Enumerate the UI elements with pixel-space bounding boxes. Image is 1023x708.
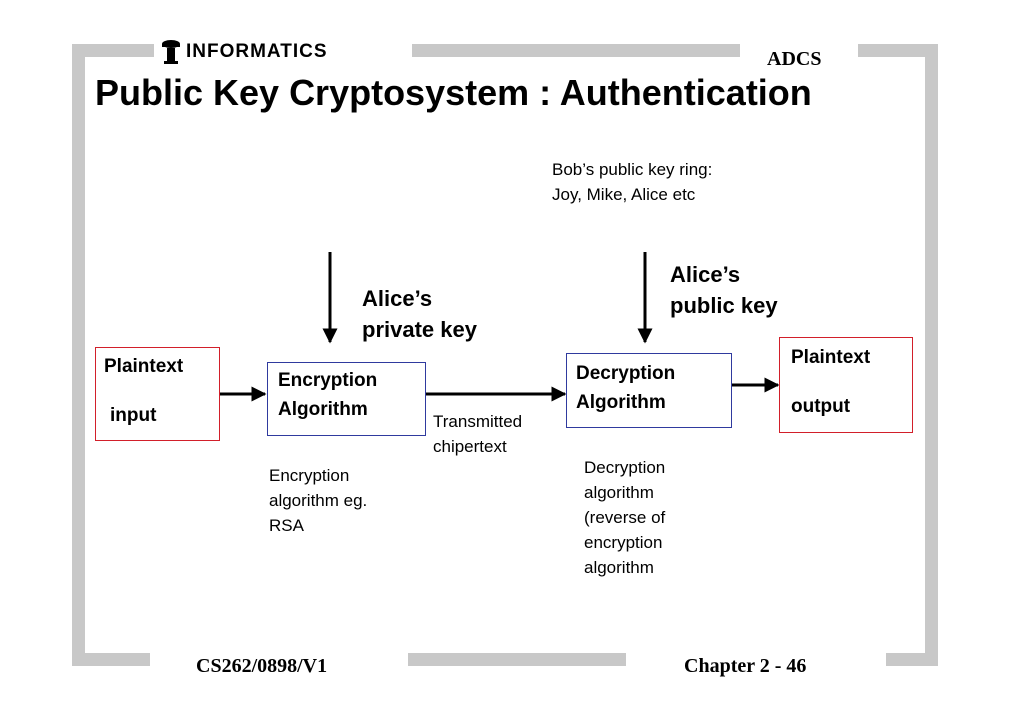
transmitted-line-2: chipertext [433,437,507,456]
logo-text: INFORMATICS [186,41,328,62]
encryption-note-line-1: Encryption [269,466,350,485]
informatics-logo: INFORMATICS [160,38,328,66]
key-ring-note: Bob’s public key ring: Joy, Mike, Alice … [552,157,712,207]
public-key-line-1: Alice’s [670,262,741,287]
transmitted-line-1: Transmitted [433,412,523,431]
public-key-label: Alice’s public key [670,259,778,321]
corner-label: ADCS [767,48,822,70]
frame-left [72,44,85,666]
encryption-note-line-2: algorithm eg. [269,491,368,510]
course-code: CS262/0898/V1 [196,655,328,677]
plaintext-input-line-1: Plaintext [104,356,184,377]
key-ring-line-2: Joy, Mike, Alice etc [552,185,696,204]
key-ring-line-1: Bob’s public key ring: [552,160,713,179]
encryption-note-line-3: RSA [269,516,304,535]
frame-bottom-left [72,653,150,666]
frame-top-middle [412,44,740,57]
decryption-box-line-1: Decryption [576,363,676,384]
plaintext-output-box: Plaintext output [779,337,913,433]
plaintext-input-line-2: input [110,405,157,426]
encryption-algorithm-box: Encryption Algorithm [267,362,426,436]
decryption-note-line-5: algorithm [584,558,654,577]
transmitted-label: Transmitted chipertext [433,409,522,459]
frame-right [925,44,938,666]
page-number: Chapter 2 - 46 [684,655,807,677]
decryption-box-line-2: Algorithm [576,392,666,413]
frame-bottom-middle [408,653,626,666]
decryption-note: Decryption algorithm (reverse of encrypt… [584,455,665,580]
decryption-note-line-1: Decryption [584,458,666,477]
decryption-algorithm-box: Decryption Algorithm [566,353,732,428]
decryption-note-line-2: algorithm [584,483,654,502]
encryption-note: Encryption algorithm eg. RSA [269,463,367,538]
plaintext-output-line-1: Plaintext [791,347,871,368]
decryption-note-line-3: (reverse of [584,508,666,527]
decryption-note-line-4: encryption [584,533,663,552]
private-key-line-1: Alice’s [362,286,433,311]
encryption-box-line-1: Encryption [278,370,378,391]
plaintext-input-box: Plaintext input [95,347,220,441]
public-key-line-2: public key [670,293,778,318]
plaintext-output-line-2: output [791,396,851,417]
frame-top-right [858,44,938,57]
private-key-line-2: private key [362,317,477,342]
informatics-logo-icon [162,40,180,64]
page-title: Public Key Cryptosystem : Authentication [95,72,812,113]
private-key-label: Alice’s private key [362,283,477,345]
frame-bottom-right [886,653,938,666]
frame-top-left [72,44,154,57]
encryption-box-line-2: Algorithm [278,399,368,420]
